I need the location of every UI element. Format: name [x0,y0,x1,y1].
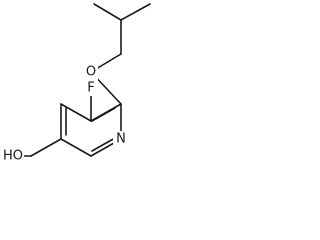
atom-fluorine: F [84,80,98,96]
bond-ring-c4-c3 [60,103,92,122]
atom-nitrogen-label: N [116,132,126,147]
atom-nitrogen: N [113,131,129,147]
atom-hydroxyl: HO [2,148,24,164]
bond-c2-c3 [120,3,151,21]
atom-oxygen-ether-label: O [86,65,96,80]
atom-fluorine-label: F [87,81,94,96]
bond-ring-c6-c5 [60,138,92,157]
atom-oxygen-ether: O [84,64,98,80]
bond-c1-c2 [93,3,122,21]
atom-hydroxyl-label: HO [3,149,23,164]
bond-ring-inner-n1-c6 [91,137,116,152]
bond-ring-inner-c2-c3 [91,107,116,122]
bond-c4-ch2 [30,138,62,157]
chemical-structure: O F N HO [2,3,151,164]
